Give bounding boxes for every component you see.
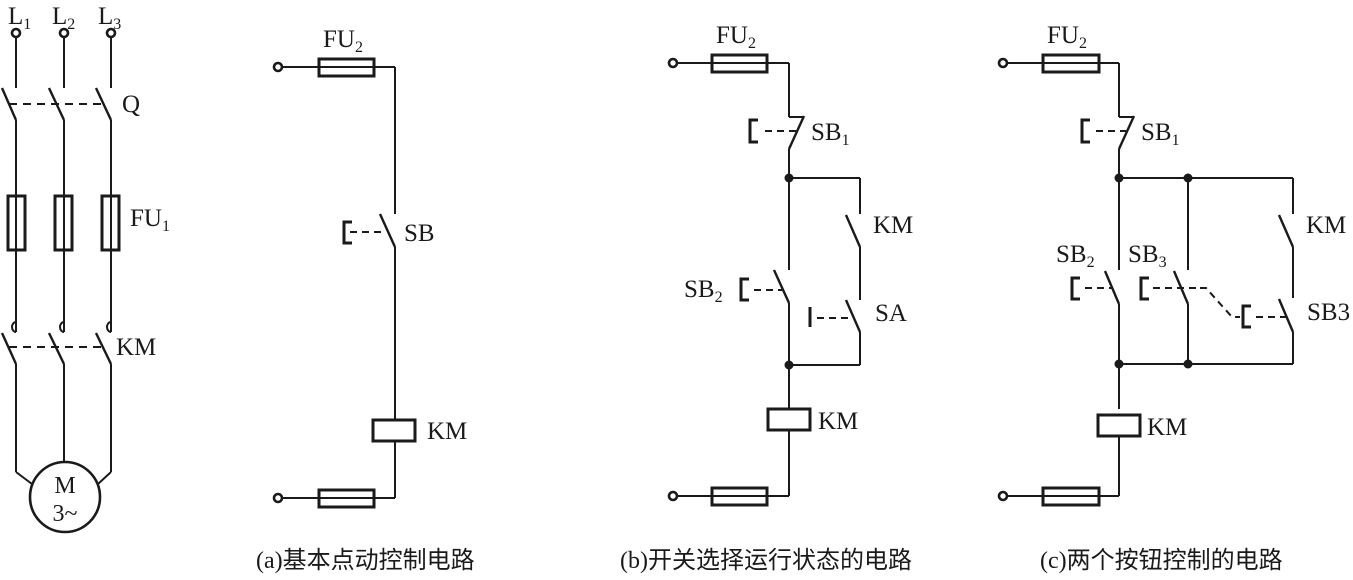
caption-b: (b)开关选择运行状态的电路 [620,547,912,574]
button-label-sb2-b: SB2 [684,276,723,306]
start-button-sb2-c [1070,270,1121,305]
push-button-sb [342,213,397,248]
terminal-l1 [10,27,22,39]
coil-label-km-a: KM [427,418,467,445]
terminal-bottom-a [272,492,284,504]
fuse-label-fu1: FU1 [130,205,170,235]
motor-label: M [54,473,75,499]
selector-switch-sa [808,299,862,333]
coil-km-c [1096,413,1142,438]
button-label-sb: SB [404,220,435,247]
terminal-top-a [272,61,284,73]
panel-a-jog-control: FU2 SB KM (a)基本点动控制电路 [256,26,475,574]
stop-button-sb1-c [1080,115,1136,150]
terminal-l2 [58,27,70,39]
start-button-sb2-b [739,269,791,304]
coil-km-a [371,418,417,443]
coil-label-km-c: KM [1147,414,1187,441]
jog-button-sb3 [1139,270,1240,318]
panel-b-selector-control: FU2 SB1 KM SA [620,22,913,574]
stop-button-sb1 [748,115,806,150]
caption-c: (c)两个按钮控制的电路 [1040,547,1283,574]
terminal-top-c [997,57,1009,69]
phase-label-l1: L1 [8,3,31,33]
coil-km-b [766,407,812,432]
hold-contact-km-c [1277,214,1295,248]
button-label-sb2-c: SB2 [1056,241,1095,271]
terminal-bottom-b [667,490,679,502]
terminal-top-b [667,57,679,69]
phase-label-l3: L3 [98,3,121,33]
motor-phase-label: 3~ [53,501,78,527]
button-label-sb1-b: SB1 [811,119,850,149]
coil-label-km-b: KM [818,408,858,435]
fuse-label-fu2-c: FU2 [1047,22,1087,52]
button-label-sb1-c: SB1 [1141,119,1180,149]
terminal-l3 [105,27,117,39]
main-power-circuit: L1 L2 L3 Q FU1 [0,3,170,534]
selector-label-sa: SA [875,300,907,327]
phase-label-l2: L2 [52,3,75,33]
jog-button-sb3-nc-contact [1241,298,1295,333]
switch-label-q: Q [122,91,140,118]
terminal-bottom-c [997,490,1009,502]
hold-contact-km-b [844,214,862,248]
hold-contact-label-km-c: KM [1306,212,1346,239]
contactor-main-contacts [0,321,113,365]
fuse-label-fu2-b: FU2 [716,22,756,52]
hold-contact-label-km-b: KM [873,212,913,239]
fuse-fu1 [6,194,121,252]
motor-symbol [28,460,102,534]
contactor-label-km: KM [116,334,156,361]
isolator-switch-q [0,87,113,121]
button-label-sb3-c: SB3 [1128,241,1167,271]
contact-label-sb3-nc: SB3 [1307,299,1350,326]
panel-c-two-button-control: FU2 SB1 KM SB2 [997,22,1350,574]
fuse-label-fu2-a: FU2 [323,26,363,56]
caption-a: (a)基本点动控制电路 [256,547,475,574]
